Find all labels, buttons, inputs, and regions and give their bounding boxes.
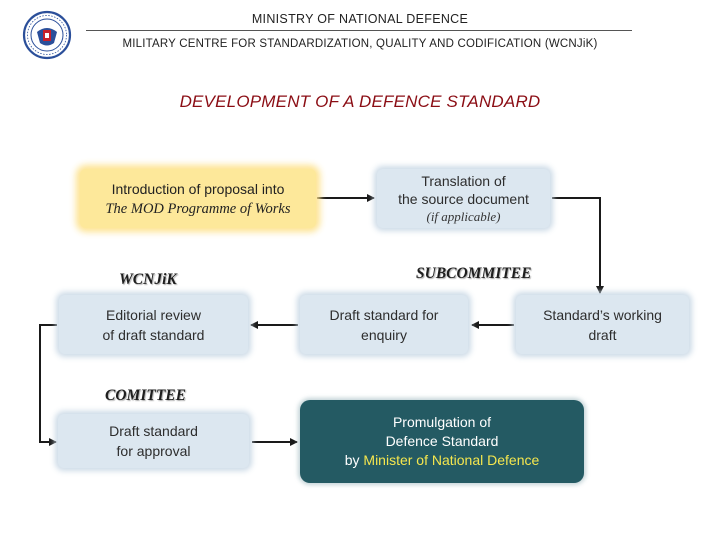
translation-line1: Translation of [421, 172, 506, 189]
promulgation-by: by [344, 452, 360, 468]
translation-box: Translation of the source document (if a… [377, 169, 550, 228]
centre-heading: MILITARY CENTRE FOR STANDARDIZATION, QUA… [122, 38, 598, 50]
arrow-editorial-to-approval [39, 324, 57, 446]
working-draft-box: Standard’s working draft [516, 295, 689, 354]
promulgation-line3: by Minister of National Defence [345, 451, 540, 470]
proposal-box: Introduction of proposal into The MOD Pr… [80, 169, 316, 228]
enquiry-line1: Draft standard for [329, 306, 439, 323]
working-line1: Standard’s working [543, 306, 662, 323]
editorial-line1: Editorial review [106, 306, 201, 323]
page-title: DEVELOPMENT OF A DEFENCE STANDARD [179, 92, 541, 111]
translation-note: (if applicable) [426, 208, 501, 224]
committee-label: COMITTEE [105, 387, 186, 404]
wcnjik-label: WCNJiK [119, 271, 177, 288]
subcommittee-label: SUBCOMMITEE [416, 265, 532, 282]
promulgation-line1: Promulgation of [392, 414, 492, 430]
editorial-review-box: Editorial review of draft standard [59, 295, 248, 354]
ministry-heading: MINISTRY OF NATIONAL DEFENCE [251, 12, 469, 26]
minister-highlight: Minister of National Defence [363, 452, 540, 468]
proposal-line2: The MOD Programme of Works [105, 200, 291, 217]
promulgation-box: Promulgation of Defence Standard by Mini… [300, 400, 584, 483]
editorial-line2: of draft standard [102, 326, 205, 343]
proposal-line1: Introduction of proposal into [111, 180, 285, 197]
arrow-translation-to-working [552, 197, 604, 294]
promulgation-line2: Defence Standard [385, 433, 499, 449]
approval-line1: Draft standard [109, 423, 198, 439]
header-divider [86, 30, 632, 31]
approval-line2: for approval [116, 443, 191, 459]
approval-draft-box: Draft standard for approval [58, 414, 249, 468]
working-line2: draft [588, 326, 617, 343]
translation-line2: the source document [398, 190, 529, 207]
enquiry-line2: enquiry [361, 326, 407, 343]
emblem-logo-icon [22, 10, 72, 60]
enquiry-draft-box: Draft standard for enquiry [300, 295, 468, 354]
